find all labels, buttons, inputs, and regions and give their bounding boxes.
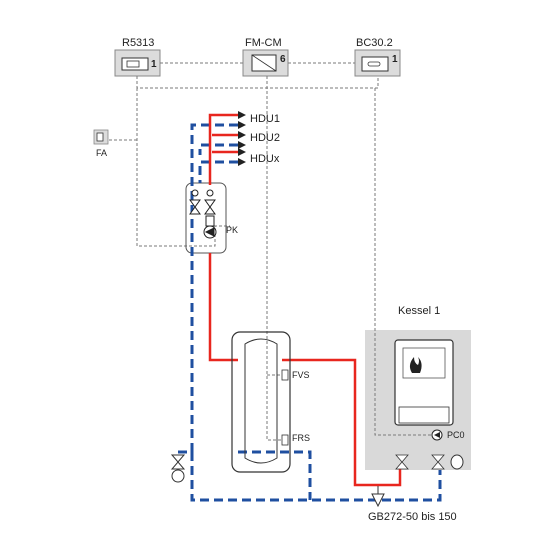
module-fmcm-label: FM-CM — [245, 37, 282, 49]
boiler-model: GB272-50 bis 150 — [368, 511, 457, 523]
module-fmcm: FM-CM 6 — [242, 37, 289, 77]
sensor-pc0-label: PC0 — [447, 430, 465, 440]
outdoor-sensor-fa: FA — [93, 129, 109, 158]
circuit-hdu2-label: HDU2 — [250, 132, 280, 144]
sensor-frs-label: FRS — [292, 433, 310, 443]
buffer-tank: FVS FRS — [231, 331, 310, 473]
sensor-fvs-label: FVS — [292, 370, 310, 380]
base-controller-icon — [361, 56, 389, 72]
module-fmcm-number: 6 — [280, 54, 286, 65]
boiler: PC0 — [394, 339, 465, 470]
circuit-hdux-label: HDUx — [250, 153, 280, 165]
module-r5313-label: R5313 — [122, 37, 154, 49]
module-r5313-number: 1 — [151, 59, 157, 70]
pump-station-components — [189, 189, 217, 239]
sensor-pk-label: PK — [226, 225, 238, 235]
supply-lines — [208, 113, 402, 487]
sensor-icon — [96, 132, 104, 142]
circuit-hdu1-label: HDU1 — [250, 113, 280, 125]
sensor-fa-label: FA — [96, 148, 107, 158]
pump-station — [185, 182, 227, 254]
sensor-frs — [281, 434, 289, 446]
module-r5313: R5313 1 — [114, 37, 161, 77]
signal-lines — [108, 62, 433, 441]
boiler-title: Kessel 1 — [398, 305, 440, 317]
expansion-vessel-left — [170, 454, 186, 483]
module-bc302: BC30.2 1 — [354, 37, 401, 77]
dirt-filter — [371, 486, 385, 508]
module-bc302-label: BC30.2 — [356, 37, 393, 49]
return-lines — [178, 123, 442, 502]
flame-icon — [409, 357, 422, 373]
module-bc302-number: 1 — [392, 54, 398, 65]
heating-circuits: HDU1 HDU2 HDUx — [238, 111, 280, 166]
sensor-fvs — [281, 369, 289, 381]
expansion-vessel-right — [450, 454, 464, 470]
controller-icon — [121, 57, 149, 71]
